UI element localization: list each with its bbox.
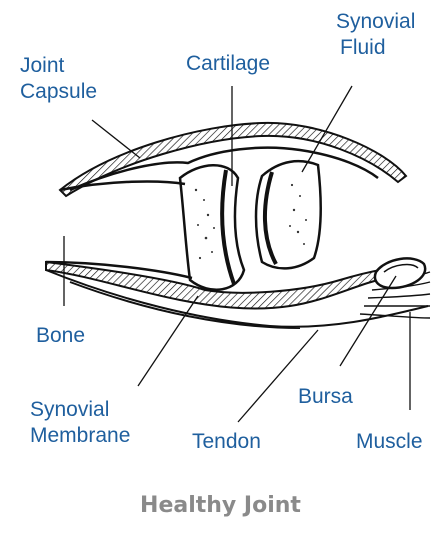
label-joint-capsule-line1: Joint: [20, 53, 97, 79]
label-bone: Bone: [36, 323, 85, 349]
label-synovial-fluid-line2: Fluid: [336, 35, 415, 61]
label-synovial-membrane-line2: Membrane: [30, 423, 130, 449]
label-joint-capsule: Joint Capsule: [20, 53, 97, 105]
label-cartilage: Cartilage: [186, 51, 270, 77]
label-tendon: Tendon: [192, 429, 261, 455]
left-bone-end: [180, 165, 244, 289]
diagram-title: Healthy Joint: [0, 493, 441, 518]
label-muscle: Muscle: [356, 429, 423, 455]
label-synovial-fluid: Synovial Fluid: [336, 9, 415, 61]
bursa-shape: [375, 258, 425, 288]
label-synovial-membrane: Synovial Membrane: [30, 397, 130, 449]
label-synovial-membrane-line1: Synovial: [30, 397, 130, 423]
label-synovial-fluid-line1: Synovial: [336, 9, 415, 35]
label-bursa: Bursa: [298, 384, 353, 410]
pointer-joint-capsule: [92, 120, 140, 158]
label-joint-capsule-line2: Capsule: [20, 79, 97, 105]
